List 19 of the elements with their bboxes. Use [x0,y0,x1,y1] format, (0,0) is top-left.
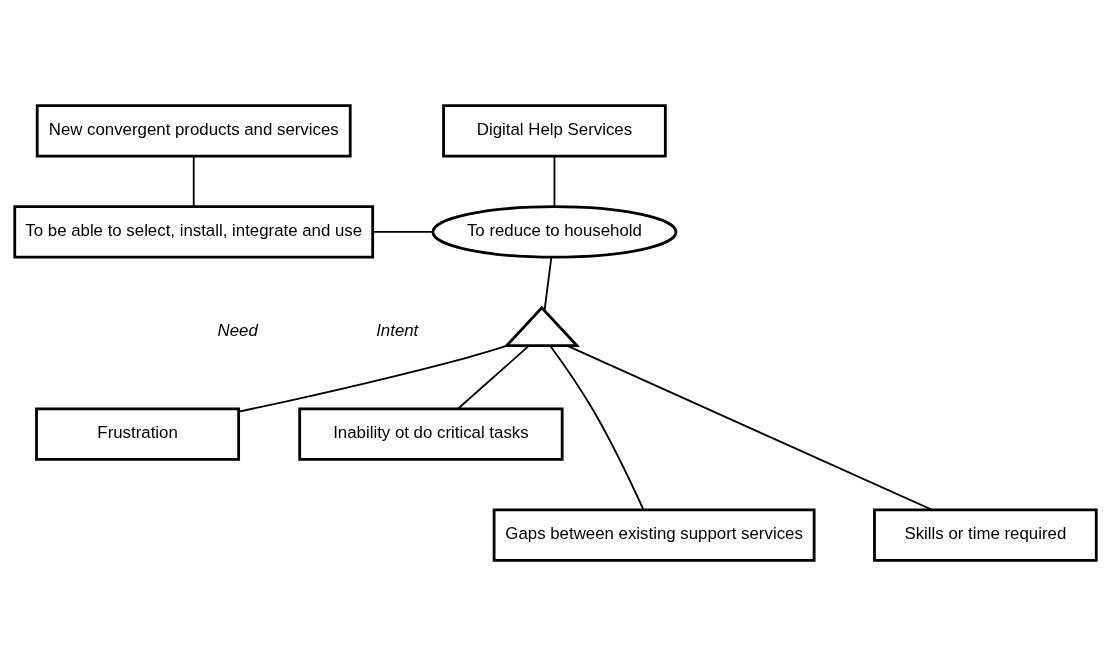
connector [238,344,509,413]
node-box: Inability ot do critical tasks [298,406,564,461]
node-ellipse: To reduce to household [431,204,678,259]
connector [566,344,933,511]
node-box: New convergent products and services [35,103,352,158]
node-box: Gaps between existing support services [492,507,816,562]
node-box: Frustration [35,406,241,461]
connector [372,230,434,233]
connector [553,155,556,207]
label: Intent [376,320,419,340]
label: Need [217,320,258,340]
connector [543,256,553,311]
connector [457,344,530,409]
node-box: Digital Help Services [442,103,667,158]
connector [549,344,645,511]
connector [192,155,195,207]
node-triangle [503,305,581,347]
node-box: Skills or time required [873,507,1098,562]
node-box: To be able to select, install, integrate and use [13,204,375,259]
